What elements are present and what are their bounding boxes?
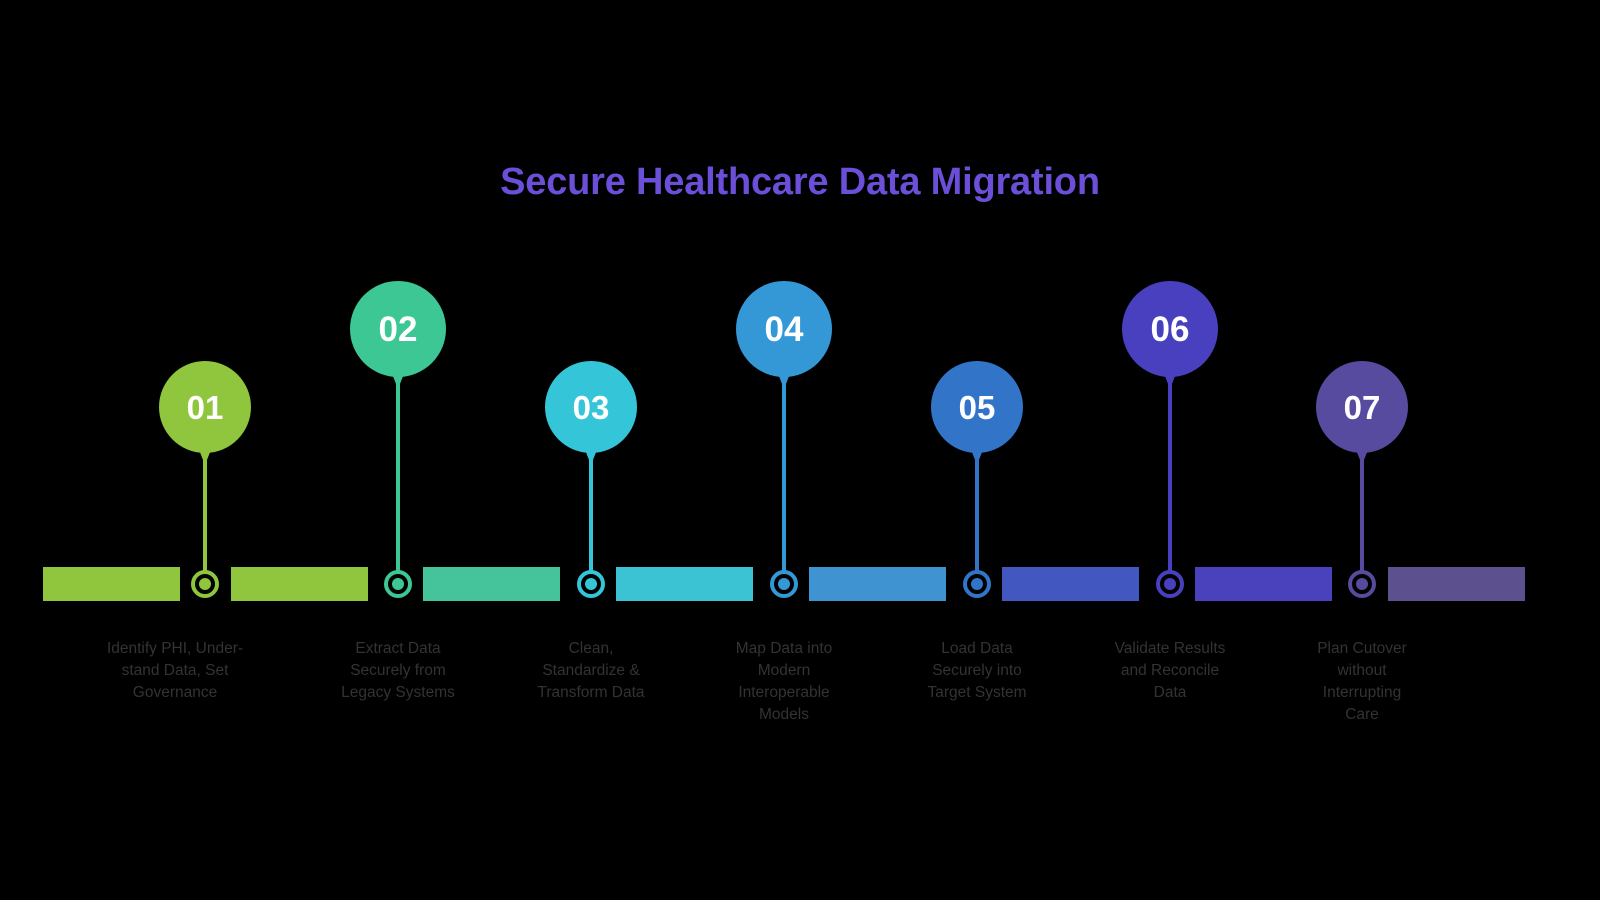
pin-stem — [1360, 459, 1364, 584]
step-caption: Validate Results and Reconcile Data — [1114, 640, 1226, 701]
pin-ring-core — [971, 578, 983, 590]
timeline-track — [0, 567, 1600, 601]
pin-number: 01 — [186, 388, 224, 426]
pin-bubble[interactable]: 05 — [931, 361, 1023, 453]
step-caption: Extract Data Securely from Legacy System… — [341, 640, 455, 701]
pin-number: 07 — [1343, 388, 1381, 426]
step-caption: Load Data Securely into Target System — [927, 640, 1027, 701]
track-segment — [423, 567, 560, 601]
pin-bubble[interactable]: 04 — [736, 281, 832, 377]
pin-ring — [1156, 570, 1184, 598]
track-segment — [1388, 567, 1525, 601]
pin-bubble[interactable]: 01 — [159, 361, 251, 453]
pin-number: 02 — [378, 309, 418, 349]
pin-number: 06 — [1150, 309, 1190, 349]
track-segment — [616, 567, 753, 601]
pin-ring-core — [778, 578, 790, 590]
pin-ring — [191, 570, 219, 598]
pin-ring-core — [585, 578, 597, 590]
track-segment — [43, 567, 180, 601]
pin-stem — [589, 459, 593, 584]
pin-number: 05 — [958, 388, 996, 426]
pin-stem — [396, 383, 400, 584]
pin-ring — [577, 570, 605, 598]
pin-bubble[interactable]: 07 — [1316, 361, 1408, 453]
step-caption: Clean, Standardize & Transform Data — [537, 640, 645, 701]
track-segment — [231, 567, 368, 601]
step-caption: Identify PHI, Under- stand Data, Set Gov… — [106, 640, 244, 701]
pin-stem — [203, 459, 207, 584]
pin-ring-core — [199, 578, 211, 590]
pin-number: 04 — [764, 309, 804, 349]
pin-ring-core — [392, 578, 404, 590]
pin-ring-core — [1164, 578, 1176, 590]
pin-ring — [384, 570, 412, 598]
pin-ring-core — [1356, 578, 1368, 590]
pin-ring — [770, 570, 798, 598]
track-segment — [1195, 567, 1332, 601]
pin-bubble[interactable]: 02 — [350, 281, 446, 377]
pin-bubble[interactable]: 06 — [1122, 281, 1218, 377]
pin-stem — [975, 459, 979, 584]
pin-stem — [782, 383, 786, 584]
step-caption: Map Data into Modern Interoperable Model… — [735, 640, 833, 723]
pin-ring — [963, 570, 991, 598]
page-title: Secure Healthcare Data Migration — [500, 161, 1100, 203]
pin-stem — [1168, 383, 1172, 584]
track-segment — [1002, 567, 1139, 601]
pin-bubble[interactable]: 03 — [545, 361, 637, 453]
pin-number: 03 — [572, 388, 610, 426]
pin-ring — [1348, 570, 1376, 598]
step-caption: Plan Cutover without Interrupting Care — [1317, 640, 1407, 723]
track-segment — [809, 567, 946, 601]
